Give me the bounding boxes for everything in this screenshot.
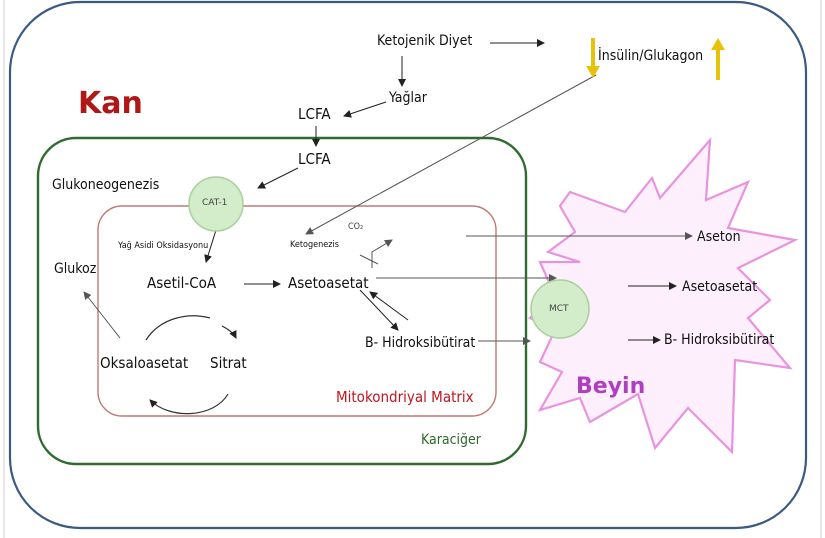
arrow-acetoacetate-to-bhb	[359, 289, 399, 331]
acetoacetate-out-label: Asetoasetat	[682, 279, 758, 295]
arrow-to-co2	[371, 239, 393, 268]
mito-compartment	[97, 205, 497, 417]
cycle-arc-bottom	[149, 393, 229, 415]
liver-compartment	[36, 136, 528, 466]
blood-compartment	[8, 0, 808, 530]
mito-label: Mitokondriyal Matrix	[336, 388, 474, 406]
ketogenesis-label: Ketogenezis	[290, 240, 339, 250]
glucose-label: Glukoz	[54, 261, 97, 277]
arrow-cat1-to-acetylcoa	[204, 229, 217, 263]
co2-label: CO₂	[348, 222, 364, 232]
keto-diet-label: Ketojenik Diyet	[377, 33, 473, 49]
arrow-hormones-to-ketogenesis	[305, 74, 597, 235]
bhb-label: B- Hidroksibütirat	[365, 335, 476, 351]
liver-label: Karaciğer	[421, 432, 481, 448]
mct-label: MCT	[549, 304, 569, 314]
arrow-fats-to-lcfa	[343, 101, 387, 118]
brain-shape	[528, 136, 799, 455]
arrow-oxaloacetate-to-glucose	[83, 291, 121, 339]
fats-label: Yağlar	[389, 90, 427, 106]
acetone-out-label: Aseton	[697, 229, 741, 245]
glucagon-up-icon	[711, 38, 725, 50]
citrate-label: Sitrat	[210, 354, 247, 372]
gluconeogenesis-label: Glukoneogenezis	[52, 177, 160, 193]
cat1-transporter	[188, 176, 244, 232]
insulin-down-icon	[586, 66, 600, 78]
mct-transporter	[530, 279, 590, 339]
arrow-bhb-to-acetoacetate	[369, 291, 409, 321]
lcfa-outer-label: LCFA	[298, 105, 331, 123]
fa-oxidation-label: Yağ Asidi Oksidasyonu	[118, 241, 209, 251]
lcfa-inner-label: LCFA	[298, 150, 331, 168]
cycle-arc-top	[145, 315, 211, 341]
co2-tick	[359, 254, 379, 265]
cycle-arc-top-end	[221, 325, 237, 339]
hormones-label: İnsülin/Glukagon	[598, 48, 704, 64]
oxaloacetate-label: Oksaloasetat	[100, 354, 189, 372]
acetylcoa-label: Asetil-CoA	[147, 274, 217, 292]
blood-label: Kan	[78, 86, 143, 121]
acetoacetate-label: Asetoasetat	[288, 274, 369, 292]
arrow-lcfa-to-cat1	[257, 167, 299, 189]
brain-label: Beyin	[576, 374, 646, 399]
bhb-out-label: B- Hidroksibütirat	[664, 332, 775, 348]
cat1-label: CAT-1	[202, 198, 228, 208]
